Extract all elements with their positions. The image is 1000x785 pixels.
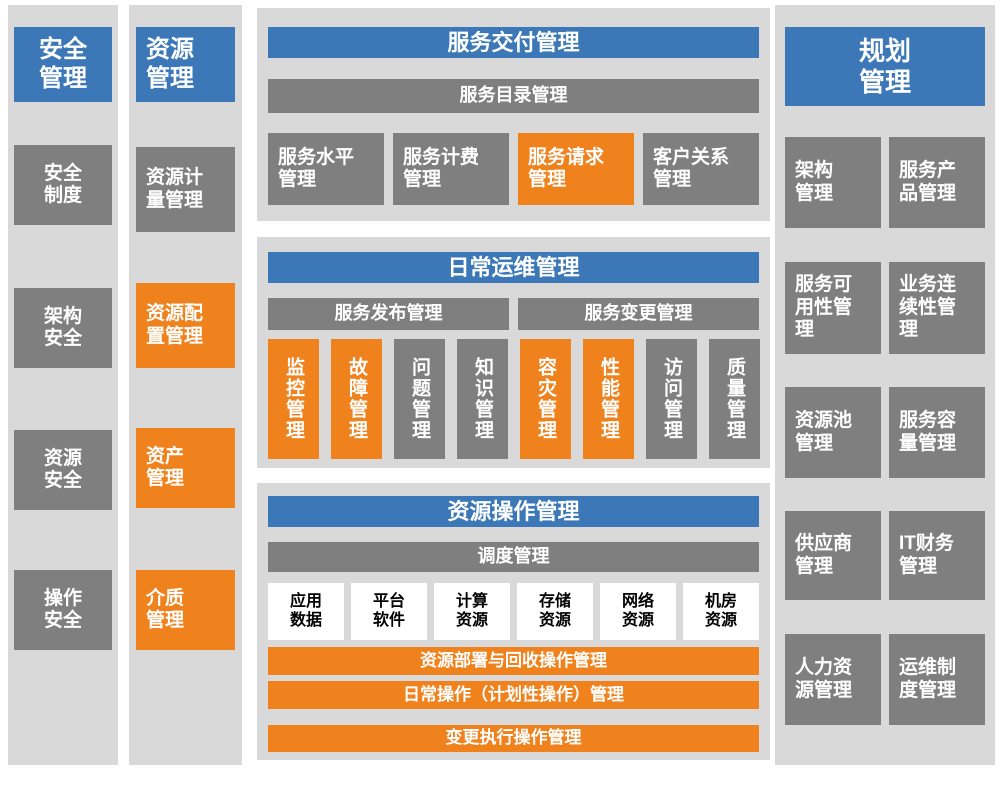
ops-item-monitoring: 监控管理: [268, 339, 319, 459]
security-header: 安全 管理: [14, 27, 112, 102]
ops-item-disaster-recovery-label: 容灾管理: [535, 357, 556, 441]
resource-item-configuration: 资源配 置管理: [136, 283, 235, 368]
security-item-architecture: 架构 安全: [14, 288, 112, 368]
planning-item-capacity: 服务容 量管理: [889, 387, 985, 478]
ops-bar-deploy-reclaim: 资源部署与回收操作管理: [268, 647, 759, 675]
resource-box-compute: 计算 资源: [434, 583, 510, 640]
security-item-operation: 操作 安全: [14, 570, 112, 650]
resource-item-asset: 资产 管理: [136, 428, 235, 508]
security-item-institution: 安全 制度: [14, 145, 112, 225]
service-delivery-panel: 服务交付管理 服务目录管理 服务水平 管理 服务计费 管理 服务请求 管理 客户…: [257, 8, 770, 221]
planning-panel: 规划 管理 架构 管理 服务产 品管理 服务可 用性管 理 业务连 续性管 理 …: [775, 5, 995, 765]
ops-bar-change-execution: 变更执行操作管理: [268, 725, 759, 752]
delivery-item-request: 服务请求 管理: [518, 133, 634, 205]
planning-header: 规划 管理: [785, 27, 985, 106]
ops-item-quality-label: 质量管理: [724, 357, 745, 441]
planning-item-service-product: 服务产 品管理: [889, 137, 985, 228]
ops-item-performance-label: 性能管理: [598, 357, 619, 441]
group-release: 服务发布管理: [268, 298, 509, 330]
planning-item-vendor: 供应商 管理: [785, 511, 881, 600]
delivery-item-service-level: 服务水平 管理: [268, 133, 384, 205]
security-item-resource: 资源 安全: [14, 430, 112, 510]
delivery-item-customer-relation: 客户关系 管理: [643, 133, 759, 205]
service-delivery-title: 服务交付管理: [268, 27, 759, 58]
resource-box-network: 网络 资源: [600, 583, 676, 640]
resource-item-media: 介质 管理: [136, 570, 235, 650]
ops-item-fault: 故障管理: [331, 339, 382, 459]
planning-item-architecture: 架构 管理: [785, 137, 881, 228]
ops-item-access: 访问管理: [646, 339, 697, 459]
ops-item-access-label: 访问管理: [661, 357, 682, 441]
ops-item-fault-label: 故障管理: [346, 357, 367, 441]
resource-box-platform-software: 平台 软件: [351, 583, 427, 640]
ops-item-knowledge-label: 知识管理: [472, 357, 493, 441]
planning-item-hr: 人力资 源管理: [785, 634, 881, 725]
resource-box-datacenter: 机房 资源: [683, 583, 759, 640]
resource-ops-panel: 资源操作管理 调度管理 应用 数据 平台 软件 计算 资源 存储 资源 网络 资…: [257, 483, 770, 760]
delivery-item-billing: 服务计费 管理: [393, 133, 509, 205]
resource-header: 资源 管理: [136, 27, 235, 102]
daily-ops-title: 日常运维管理: [268, 252, 759, 283]
ops-bar-daily-planned: 日常操作（计划性操作）管理: [268, 681, 759, 709]
resource-ops-title: 资源操作管理: [268, 496, 759, 527]
resource-box-app-data: 应用 数据: [268, 583, 344, 640]
planning-item-business-continuity: 业务连 续性管 理: [889, 262, 985, 354]
resource-box-storage: 存储 资源: [517, 583, 593, 640]
resource-item-metering: 资源计 量管理: [136, 147, 235, 232]
ops-item-problem: 问题管理: [394, 339, 445, 459]
ops-item-knowledge: 知识管理: [457, 339, 508, 459]
ops-item-problem-label: 问题管理: [409, 357, 430, 441]
daily-ops-panel: 日常运维管理 服务发布管理 服务变更管理 监控管理 故障管理 问题管理 知识管理…: [257, 237, 770, 468]
planning-item-ops-policy: 运维制 度管理: [889, 634, 985, 725]
resource-column: 资源 管理 资源计 量管理 资源配 置管理 资产 管理 介质 管理: [129, 5, 242, 765]
security-column: 安全 管理 安全 制度 架构 安全 资源 安全 操作 安全: [8, 5, 118, 765]
scheduling-bar: 调度管理: [268, 542, 759, 572]
service-catalog-bar: 服务目录管理: [268, 79, 759, 113]
ops-item-quality: 质量管理: [709, 339, 760, 459]
ops-item-monitoring-label: 监控管理: [283, 357, 304, 441]
ops-item-disaster-recovery: 容灾管理: [520, 339, 571, 459]
ops-item-performance: 性能管理: [583, 339, 634, 459]
planning-item-availability: 服务可 用性管 理: [785, 262, 881, 354]
planning-item-resource-pool: 资源池 管理: [785, 387, 881, 478]
planning-item-it-finance: IT财务 管理: [889, 511, 985, 600]
group-change: 服务变更管理: [518, 298, 759, 330]
